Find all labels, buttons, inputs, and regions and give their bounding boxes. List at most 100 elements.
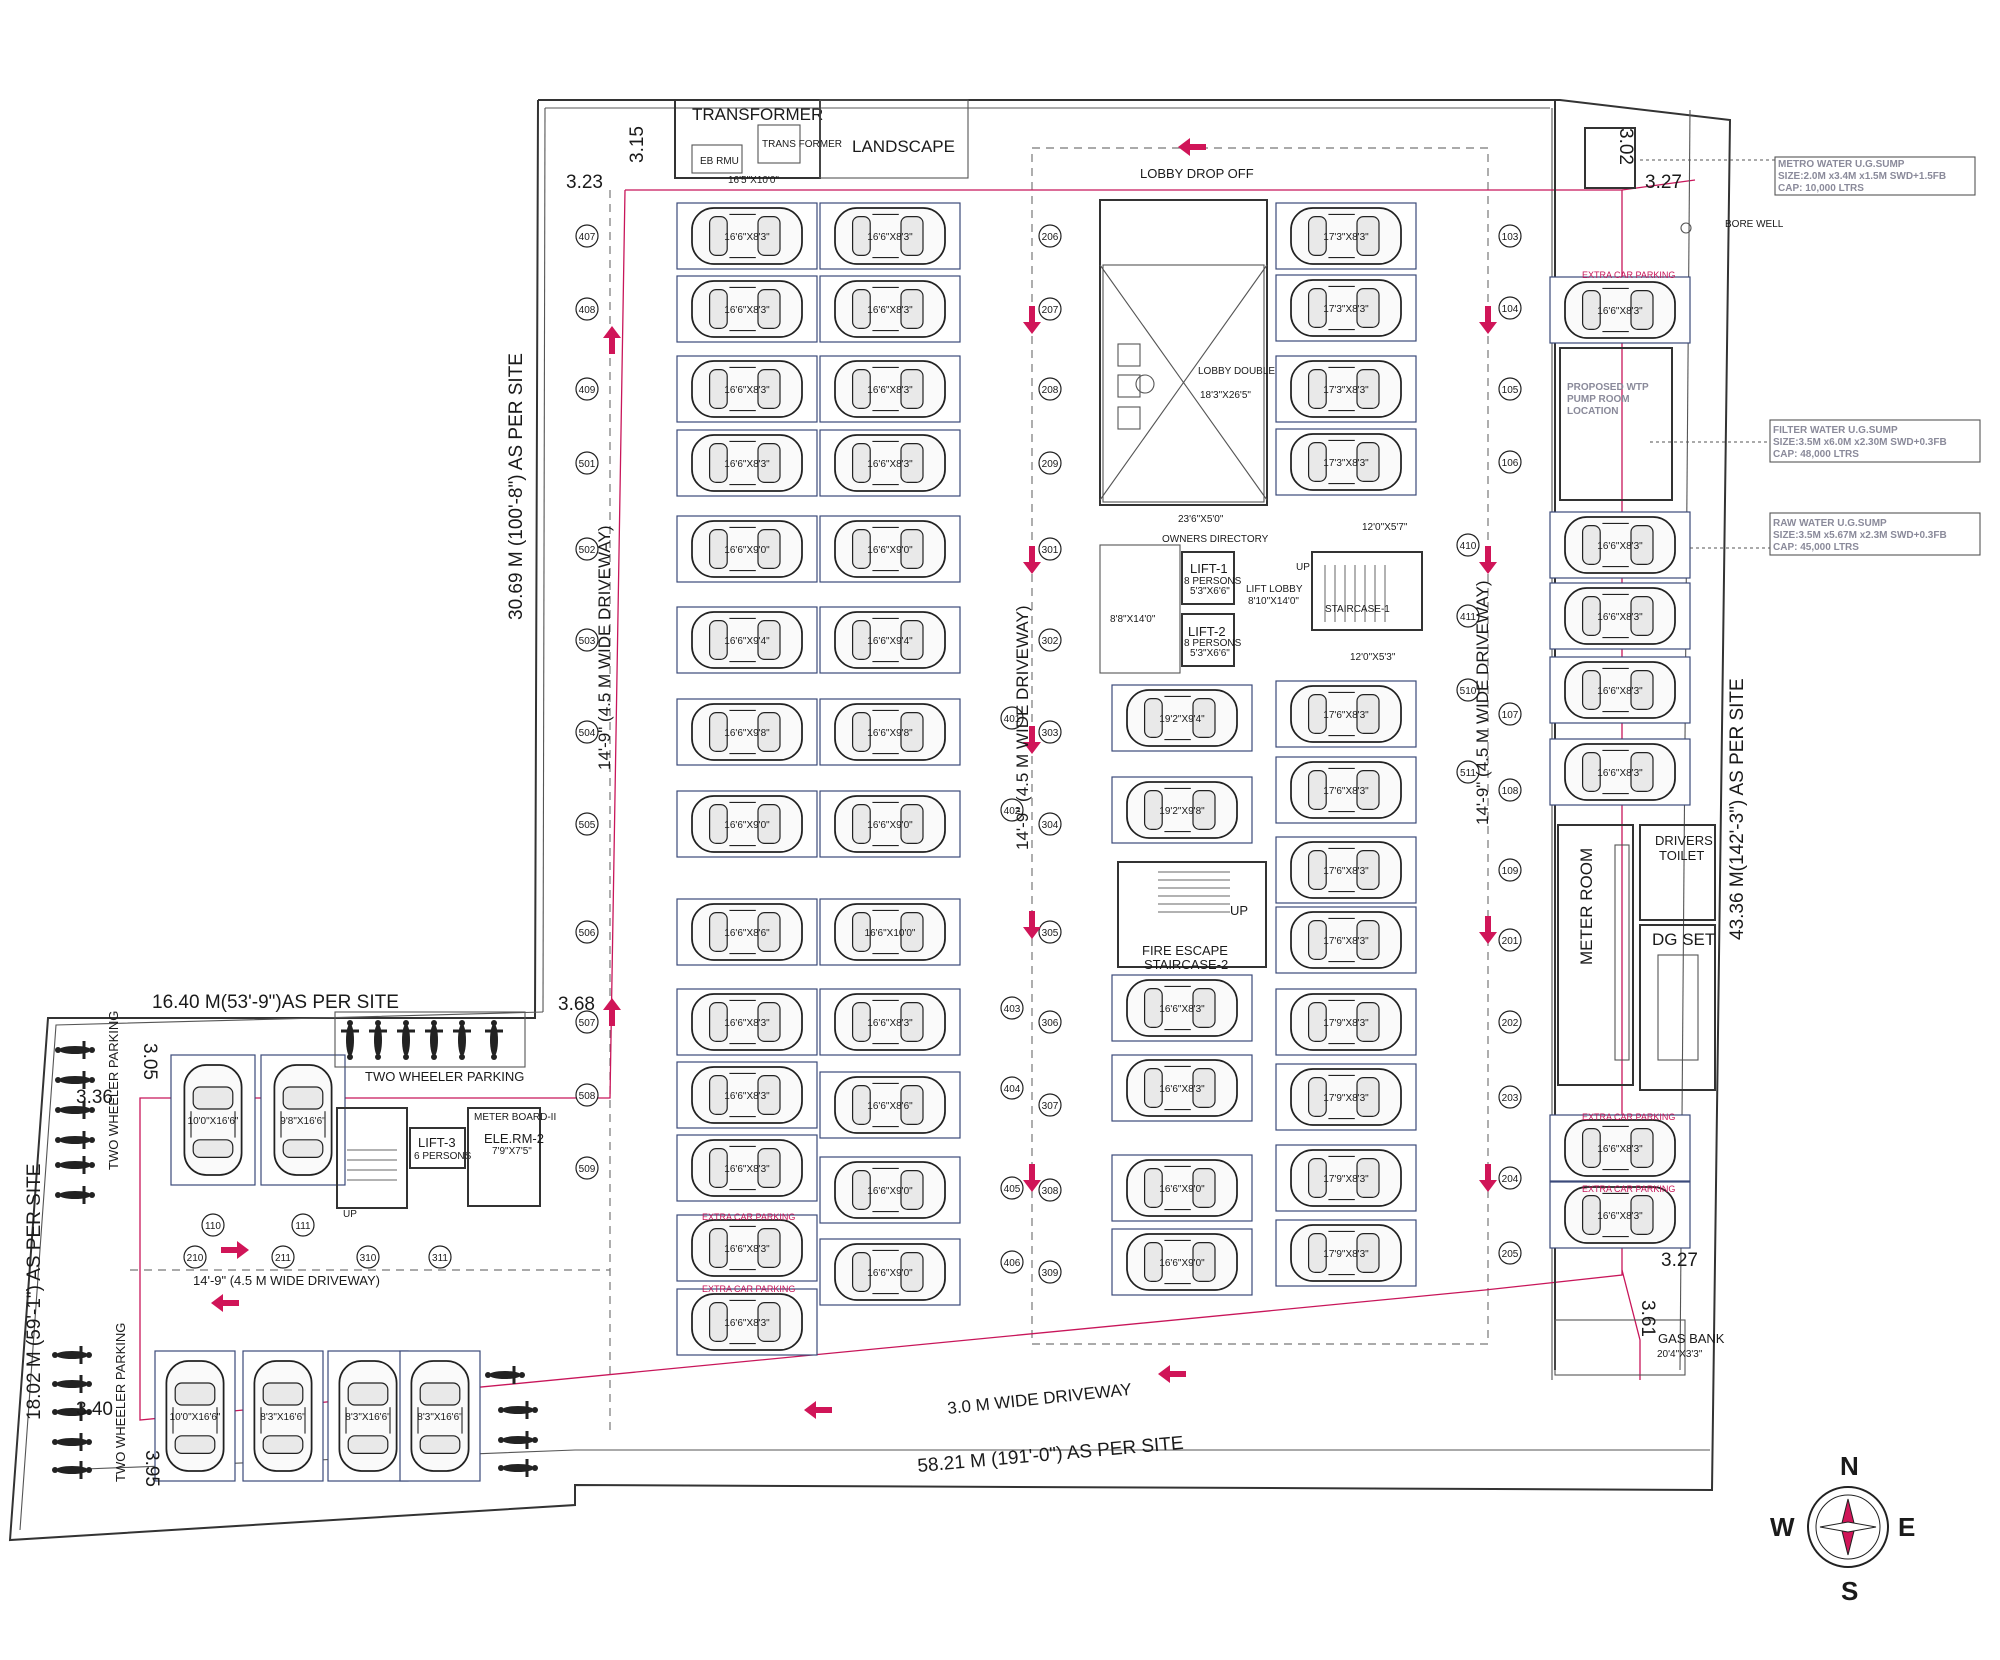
raw-sump-callout <box>1769 512 1981 556</box>
stall-size: 10'0"X16'6" <box>170 1412 221 1423</box>
dim-323: 3.23 <box>566 172 603 193</box>
stall-number: 511 <box>1460 768 1476 779</box>
stall-size: 19'2"X9'8" <box>1159 806 1205 817</box>
parking-stall: 16'6"X9'8"303 <box>819 698 1062 766</box>
transformer-size: 16'5"X10'0" <box>728 175 779 186</box>
bore-well-label: BORE WELL <box>1725 219 1784 230</box>
stall-number: 502 <box>579 545 596 556</box>
direction-arrow <box>1178 138 1206 156</box>
direction-arrow <box>1479 546 1497 574</box>
motorbike-icon <box>496 1399 540 1421</box>
stall-size: 17'3"X8'3" <box>1323 458 1369 469</box>
stall-number: 506 <box>579 928 596 939</box>
stall-size: 17'6"X8'3" <box>1323 866 1369 877</box>
lift3-shaft <box>409 1127 466 1169</box>
inner-boundary-left <box>542 107 546 1013</box>
stall-size: 16'6"X8'3" <box>724 232 770 243</box>
stall-size: 16'6"X8'3" <box>724 385 770 396</box>
motorbike-icon <box>451 1018 473 1062</box>
stall-size: 16'6"X8'3" <box>724 1164 770 1175</box>
parking-stall: 17'3"X8'3"106 <box>1275 428 1522 496</box>
stall-number: 303 <box>1042 728 1059 739</box>
stall-size: 16'6"X8'3" <box>1597 686 1643 697</box>
stall-number: 408 <box>579 305 596 316</box>
stall-number-badge <box>1498 1241 1522 1265</box>
stall-number-badge <box>575 920 599 944</box>
motorbike-icon <box>50 1344 94 1366</box>
stall-number-badge <box>1456 533 1480 557</box>
parking-column-d: 17'3"X8'3"10317'3"X8'3"10417'3"X8'3"1051… <box>1275 202 1522 1287</box>
stall-number: 110 <box>205 1221 221 1232</box>
dg-set-unit <box>1657 954 1699 1061</box>
meter-room-label: METER ROOM <box>1577 848 1596 965</box>
room-12-53: 12'0"X5'3" <box>1350 652 1396 663</box>
stall-size: 16'6"X9'0" <box>724 820 770 831</box>
proposed-wtp-2: PUMP ROOM <box>1567 394 1630 405</box>
lift1-label: LIFT-1 <box>1190 561 1228 576</box>
stall-number-badge <box>1038 224 1062 248</box>
stall-number-badge <box>356 1245 380 1269</box>
stall-number: 306 <box>1042 1018 1059 1029</box>
driveway-mid-label: 14'-9" (4.5 M WIDE DRIVEWAY) <box>1013 606 1032 850</box>
stall-number-badge <box>1038 377 1062 401</box>
parking-stall: 17'9"X8'3"203 <box>1275 1063 1522 1131</box>
direction-arrow <box>804 1401 832 1419</box>
stall-size: 16'6"X10'0" <box>865 928 916 939</box>
extra-parking-label-5: EXTRA CAR PARKING <box>702 1284 795 1294</box>
filter-sump-callout <box>1769 419 1981 463</box>
stall-size: 16'6"X8'3" <box>1597 1211 1643 1222</box>
stall-size: 16'6"X9'0" <box>867 820 913 831</box>
lobby-furniture-3 <box>1117 406 1141 430</box>
stall-number-badge <box>1038 1260 1062 1284</box>
compass-w: W <box>1770 1512 1795 1542</box>
stall-number: 509 <box>579 1164 596 1175</box>
stall-number-badge <box>1000 996 1024 1020</box>
lobby-diag-2 <box>1099 264 1268 501</box>
raw-sump-2: SIZE:3.5M x5.67M x2.3M SWD+0.3FB <box>1773 530 1947 541</box>
parking-stall: 16'6"X9'0"502 <box>575 515 818 583</box>
stall-size: 17'6"X8'3" <box>1323 936 1369 947</box>
stall-number: 108 <box>1502 786 1519 797</box>
stall-number-badge <box>271 1245 295 1269</box>
stall-number-badge <box>1456 604 1480 628</box>
stall-number: 304 <box>1042 820 1059 831</box>
direction-arrow <box>221 1241 249 1259</box>
parking-stall: 17'6"X8'3"107 <box>1275 680 1522 748</box>
dim-340: 3.40 <box>76 1399 113 1420</box>
parking-stall: 19'2"X9'4"401 <box>1000 684 1253 752</box>
motorbike-icon <box>483 1018 505 1062</box>
stall-size: 16'6"X8'3" <box>867 459 913 470</box>
stall-number-badge <box>575 537 599 561</box>
stall-number-badge <box>1498 702 1522 726</box>
motorbike-icon <box>367 1018 389 1062</box>
two-wheeler-label-bottom: TWO WHEELER PARKING <box>113 1323 128 1482</box>
dim-336: 3.36 <box>76 1087 113 1108</box>
extra-parking-label-2: EXTRA CAR PARKING <box>1582 1112 1675 1122</box>
two-wheeler-area-top <box>334 1011 526 1068</box>
staircase1-steps <box>1324 565 1386 622</box>
stall-number: 202 <box>1502 1018 1519 1029</box>
stall-size: 16'6"X8'3" <box>867 385 913 396</box>
stall-size: 17'3"X8'3" <box>1323 232 1369 243</box>
stall-number-badge <box>1498 928 1522 952</box>
wing-staircase <box>336 1107 408 1209</box>
lobby-double-ht <box>1099 199 1268 506</box>
stall-size: 10'0"X16'6" <box>188 1116 239 1127</box>
meter-board-label: METER BOARD-II <box>474 1112 556 1123</box>
metro-sump-2: SIZE:2.0M x3.4M x1.5M SWD+1.5FB <box>1778 171 1946 182</box>
motorbike-icon <box>395 1018 417 1062</box>
parking-stall: 16'6"X9'0"406 <box>1000 1228 1253 1296</box>
stall-number: 104 <box>1502 304 1519 315</box>
stall-number: 201 <box>1502 936 1519 947</box>
stall-size: 16'6"X8'3" <box>1159 1084 1205 1095</box>
stall-number-badge <box>1000 798 1024 822</box>
stall-size: 16'6"X8'3" <box>724 305 770 316</box>
parking-stall: 8'3"X16'6"311 <box>399 1245 481 1482</box>
stall-size: 16'6"X8'3" <box>867 1018 913 1029</box>
stall-size: 16'6"X9'0" <box>867 545 913 556</box>
extra-parking-label-1: EXTRA CAR PARKING <box>1582 270 1675 280</box>
raw-sump-1: RAW WATER U.G.SUMP <box>1773 518 1887 529</box>
parking-stall: 17'9"X8'3"205 <box>1275 1219 1522 1287</box>
fire-escape-up: UP <box>1230 903 1248 918</box>
